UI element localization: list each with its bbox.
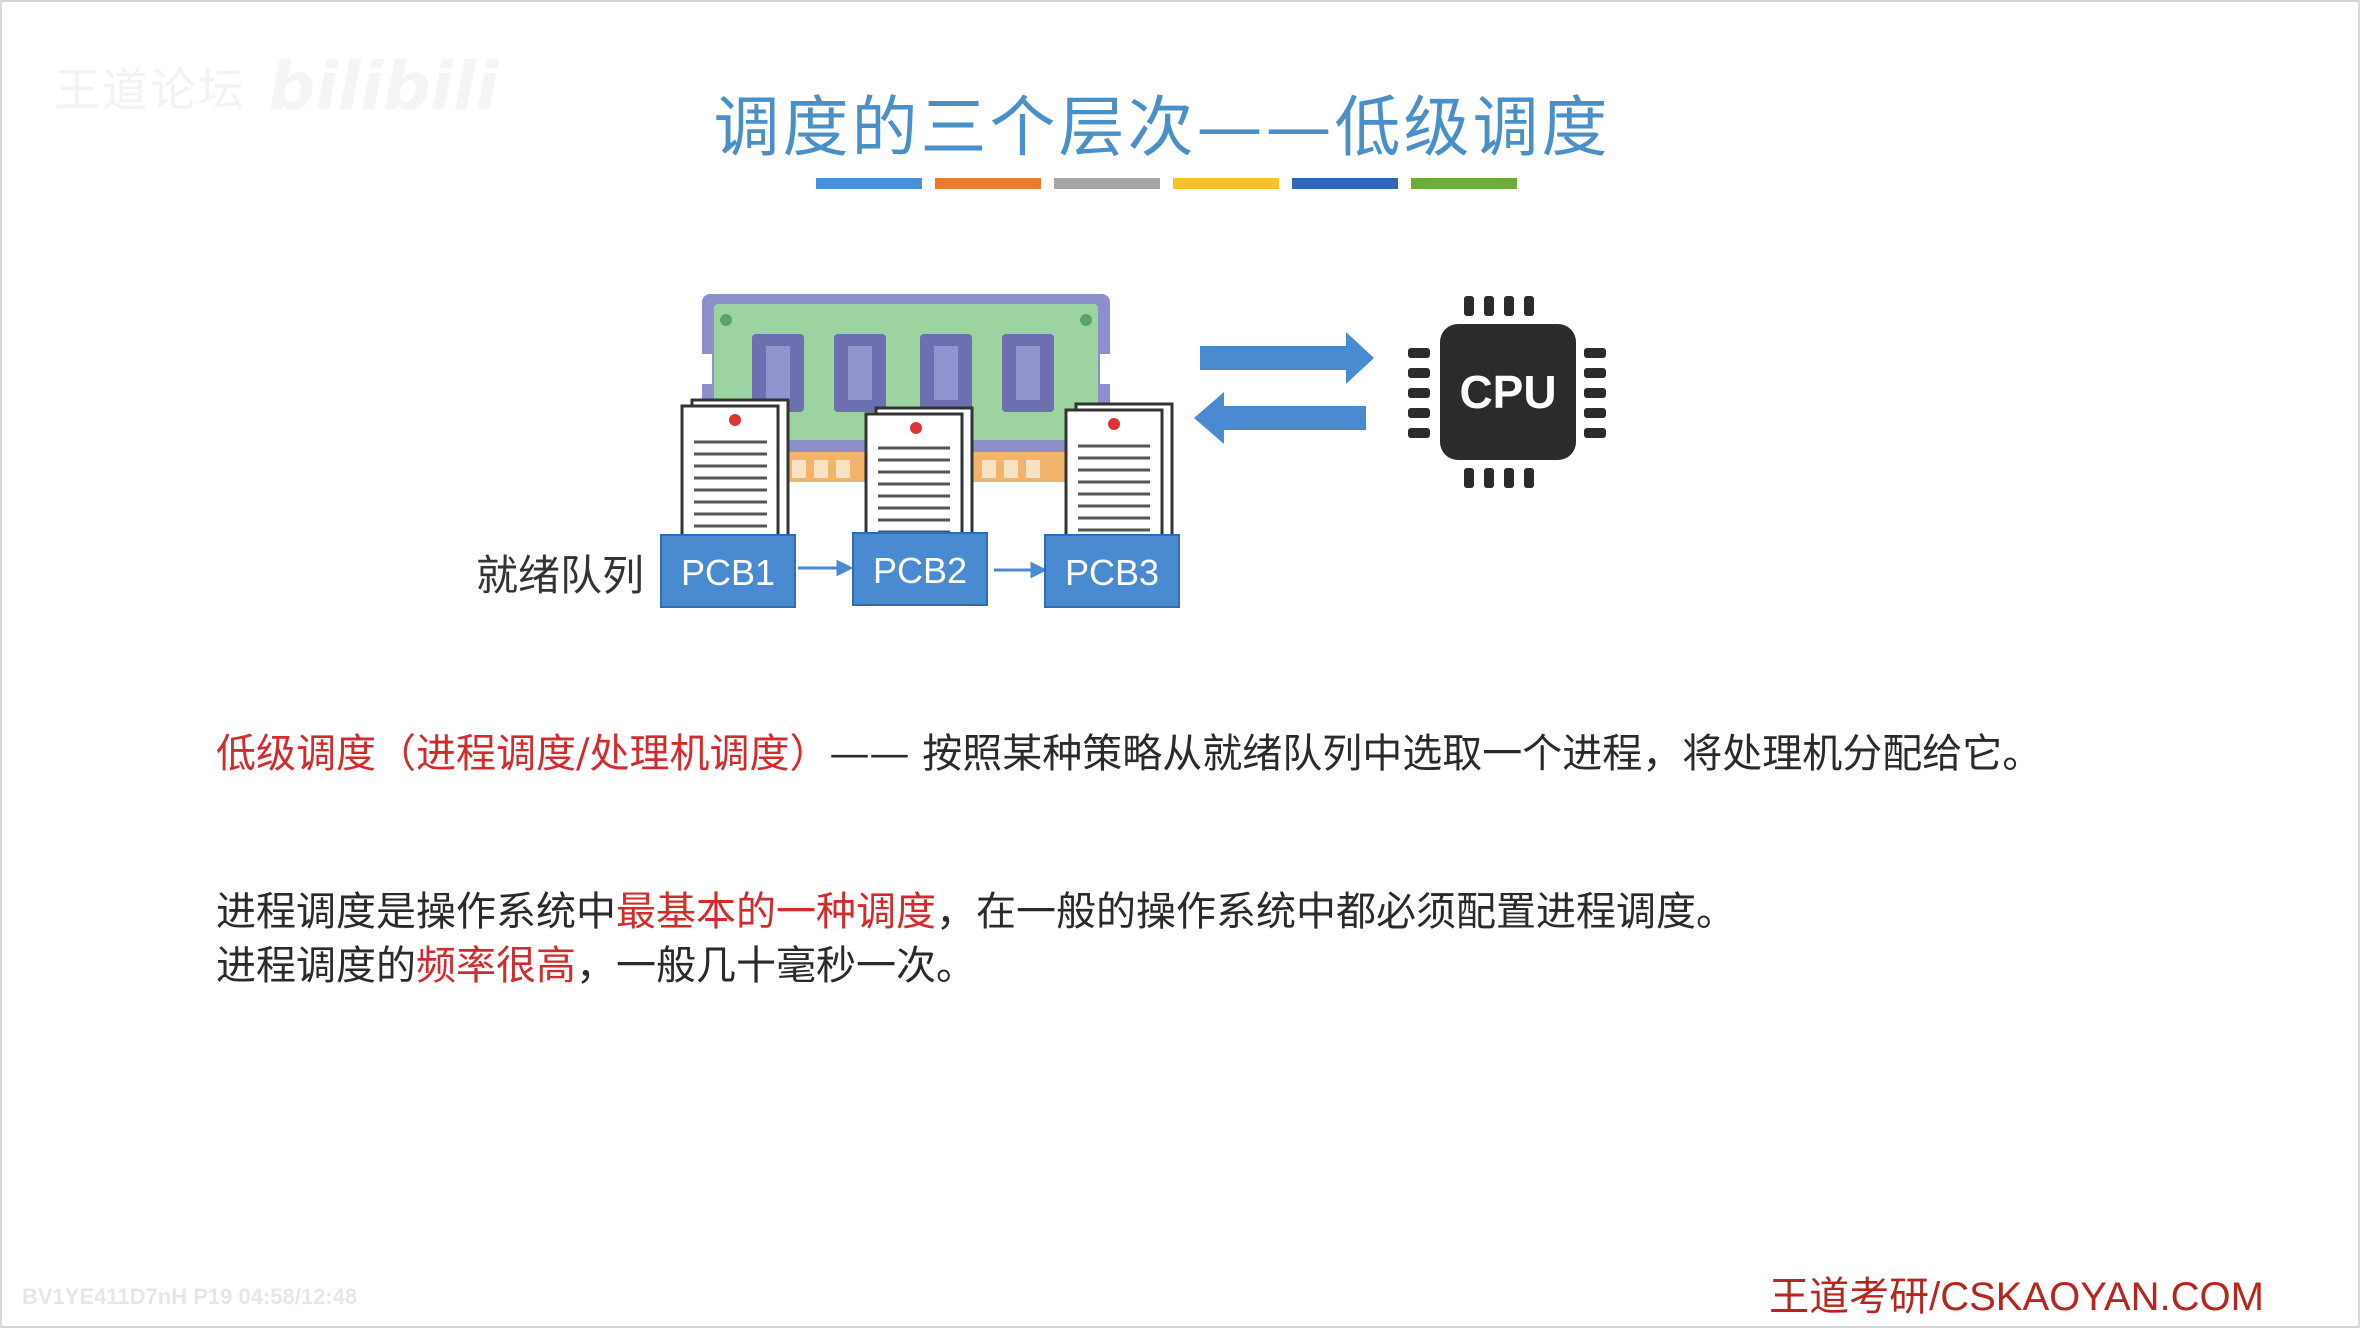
importance-text-b: ，在一般的操作系统中都必须配置进程调度。 xyxy=(936,889,1736,935)
scheduling-diagram: CPU xyxy=(680,294,1606,579)
color-bar-segment xyxy=(935,178,1041,189)
color-bar xyxy=(816,178,1517,189)
frequency-text-a: 进程调度的 xyxy=(216,943,416,989)
frequency-text-b: ，一般几十毫秒一次。 xyxy=(576,943,976,989)
queue-arrow-icon xyxy=(798,559,854,577)
document-icon xyxy=(680,398,790,548)
frequency-highlight: 频率很高 xyxy=(416,943,576,989)
color-bar-segment xyxy=(1411,178,1517,189)
term-low-level-scheduling: 低级调度（进程调度/处理机调度） xyxy=(216,731,830,777)
importance-highlight: 最基本的一种调度 xyxy=(616,889,936,935)
color-bar-segment xyxy=(1054,178,1160,189)
color-bar-segment xyxy=(1173,178,1279,189)
ready-queue-label: 就绪队列 xyxy=(476,551,645,600)
bilibili-logo-icon: bilibili xyxy=(268,48,499,125)
definition-text: —— 按照某种策略从就绪队列中选取一个进程，将处理机分配给它。 xyxy=(829,731,2043,777)
color-bar-segment xyxy=(816,178,922,189)
watermark-top: 王道论坛 bilibili xyxy=(54,48,498,125)
slide-title: 调度的三个层次——低级调度 xyxy=(713,89,1611,166)
color-bar-segment xyxy=(1292,178,1398,189)
pcb-box-1: PCB1 xyxy=(660,534,796,608)
pcb-box-2: PCB2 xyxy=(852,532,988,606)
watermark-channel: 王道论坛 xyxy=(54,62,246,117)
frequency-paragraph: 进程调度的频率很高，一般几十毫秒一次。 xyxy=(216,940,2116,992)
document-icon xyxy=(1064,402,1174,550)
exchange-arrows-icon xyxy=(1194,332,1374,444)
queue-arrow-icon xyxy=(994,561,1048,579)
definition-paragraph: 低级调度（进程调度/处理机调度）—— 按照某种策略从就绪队列中选取一个进程，将处… xyxy=(216,728,2116,780)
pcb-box-3: PCB3 xyxy=(1044,534,1180,608)
cpu-label: CPU xyxy=(1459,366,1556,418)
cpu-chip-icon: CPU xyxy=(1408,296,1606,488)
importance-text-a: 进程调度是操作系统中 xyxy=(216,889,616,935)
footer-site: 王道考研/CSKAOYAN.COM xyxy=(1769,1275,2264,1319)
document-icon xyxy=(864,406,974,550)
importance-paragraph: 进程调度是操作系统中最基本的一种调度，在一般的操作系统中都必须配置进程调度。 xyxy=(216,886,2116,938)
watermark-video-info: BV1YE411D7nH P19 04:58/12:48 xyxy=(22,1284,358,1309)
